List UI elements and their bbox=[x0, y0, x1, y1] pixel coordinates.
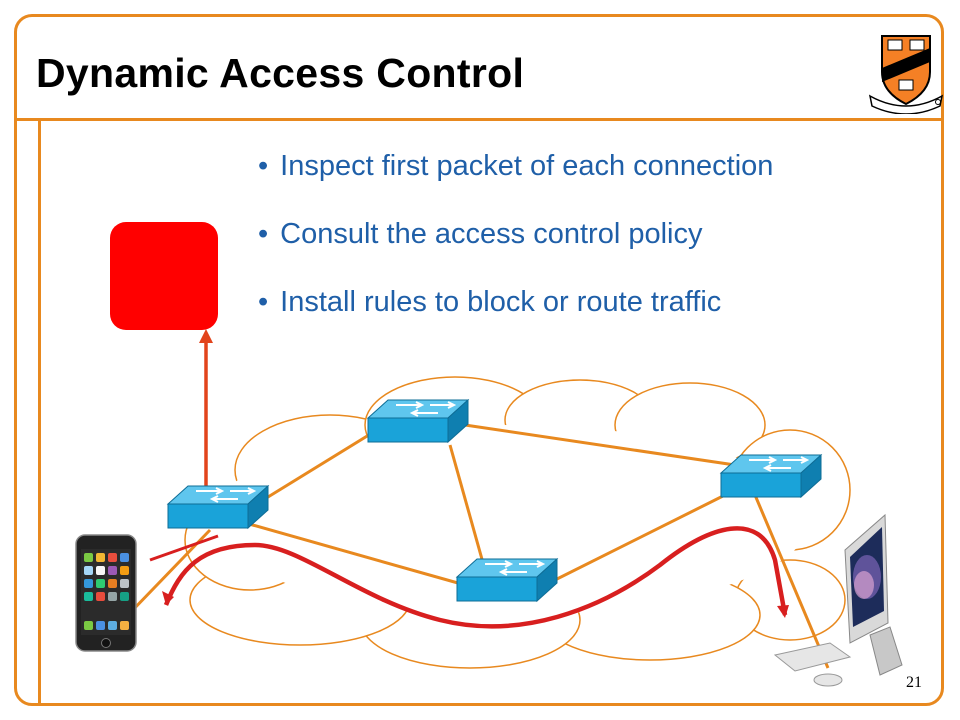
bullet-text: Consult the access control policy bbox=[280, 218, 703, 250]
bullet-list: • Inspect first packet of each connection… bbox=[258, 142, 773, 346]
bullet-inspect: • Inspect first packet of each connection bbox=[258, 142, 773, 210]
phone-icon bbox=[75, 534, 137, 652]
bullet-text: Install rules to block or route traffic bbox=[280, 286, 722, 318]
title-divider bbox=[14, 118, 944, 121]
bullet-text: Inspect first packet of each connection bbox=[280, 150, 774, 182]
network-switch-bottom bbox=[455, 557, 559, 603]
network-switch-top bbox=[366, 398, 470, 444]
phone-uplink-line bbox=[149, 534, 219, 562]
arrowhead-right-icon bbox=[777, 605, 789, 618]
slide-title: Dynamic Access Control bbox=[36, 50, 525, 96]
access-control-controller bbox=[110, 222, 218, 330]
traffic-path-arrow bbox=[163, 526, 788, 629]
left-divider bbox=[38, 118, 41, 706]
page-number: 21 bbox=[906, 674, 922, 691]
arrowhead-left-icon bbox=[162, 591, 174, 605]
bullet-dot-icon: • bbox=[258, 286, 269, 318]
bullet-install: • Install rules to block or route traffic bbox=[258, 278, 773, 346]
network-switch-left bbox=[166, 484, 270, 530]
slide-frame bbox=[14, 14, 944, 706]
princeton-shield-logo-icon bbox=[868, 35, 944, 114]
bullet-dot-icon: • bbox=[258, 150, 269, 182]
bullet-dot-icon: • bbox=[258, 218, 269, 250]
network-links bbox=[126, 423, 830, 669]
desktop-icon bbox=[773, 513, 903, 687]
bullet-consult: • Consult the access control policy bbox=[258, 210, 773, 278]
network-switch-right bbox=[719, 453, 823, 499]
